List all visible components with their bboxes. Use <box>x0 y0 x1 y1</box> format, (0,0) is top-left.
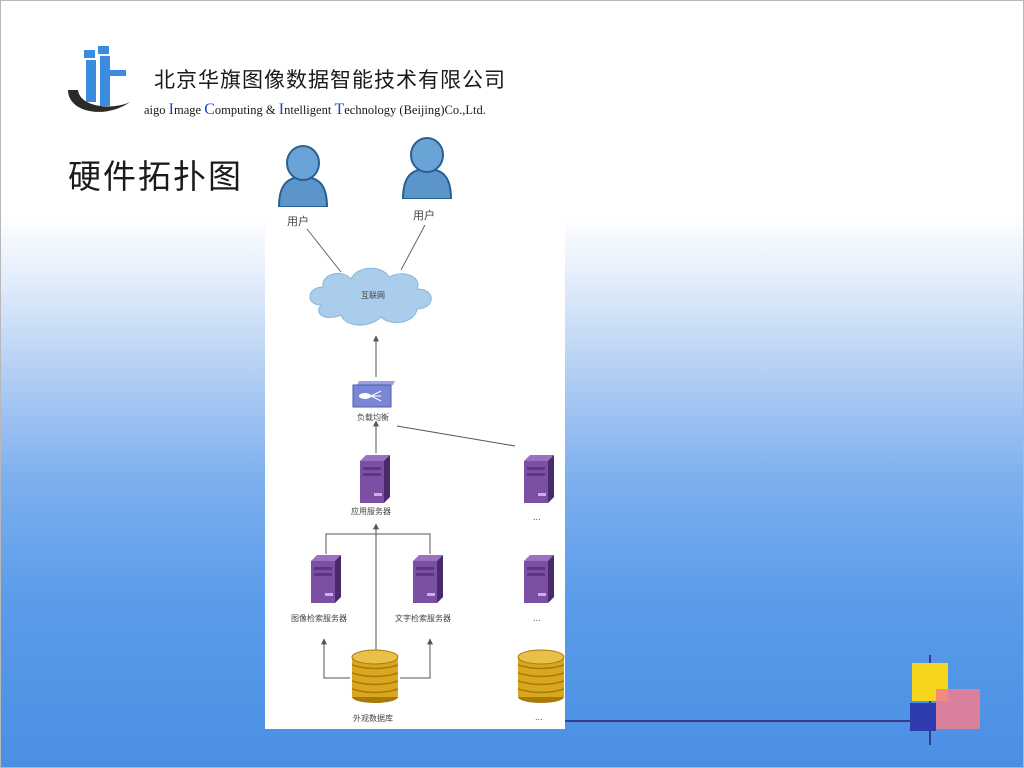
link-user-right-internet <box>400 224 426 271</box>
ellipsis-label: ... <box>533 513 541 522</box>
company-name-cn: 北京华旗图像数据智能技术有限公司 <box>154 68 506 92</box>
link-db-text-search <box>400 638 433 679</box>
company-en-text: mage <box>173 103 205 117</box>
text-search-server-icon <box>413 555 443 603</box>
external-db-label: 外观数据库 <box>353 713 393 723</box>
app-server-icon <box>360 455 390 503</box>
user-right-label: 用户 <box>413 208 435 222</box>
topology-diagram: 用户 用户 互联网 负载均衡 应用服务器 ... 图像检索服务器 <box>265 137 565 729</box>
image-search-server-label: 图像检索服务器 <box>291 613 347 623</box>
company-en-initial: I <box>168 101 174 118</box>
user-left-icon <box>278 145 328 207</box>
internet-label: 互联网 <box>361 291 385 300</box>
ellipsis-label: ... <box>535 713 543 722</box>
company-en-initial: C <box>204 101 215 118</box>
app-server-extra-icon <box>524 455 554 503</box>
user-left-label: 用户 <box>287 214 309 228</box>
internet-cloud-icon <box>309 267 432 326</box>
link-user-left-internet <box>306 228 342 273</box>
load-balancer-label: 负载均衡 <box>357 412 389 422</box>
app-server-label: 应用服务器 <box>351 506 391 516</box>
text-search-server-label: 文字检索服务器 <box>395 613 451 623</box>
external-db-icon <box>351 649 399 703</box>
company-en-text: echnology (Beijing)Co.,Ltd. <box>344 103 486 117</box>
decorative-squares <box>910 655 980 745</box>
footer-rule <box>565 720 910 722</box>
external-db-extra-icon <box>517 649 565 703</box>
company-en-initial: I <box>278 101 285 118</box>
user-right-icon <box>402 137 452 199</box>
load-balancer-icon <box>352 381 395 408</box>
company-logo <box>68 46 130 112</box>
company-name-en: aigo Image Computing & Intelligent Techn… <box>144 101 486 119</box>
company-en-text: aigo <box>144 103 169 117</box>
search-servers-bracket <box>325 533 431 554</box>
company-en-text: ntelligent <box>284 103 335 117</box>
company-en-text: omputing & <box>214 103 279 117</box>
slide-title: 硬件拓扑图 <box>68 160 243 196</box>
link-db-image-search <box>321 638 350 679</box>
search-server-extra-icon <box>524 555 554 603</box>
ellipsis-label: ... <box>533 614 541 623</box>
company-en-initial: T <box>334 101 345 118</box>
image-search-server-icon <box>311 555 341 603</box>
link-lb-server-right <box>396 425 516 447</box>
